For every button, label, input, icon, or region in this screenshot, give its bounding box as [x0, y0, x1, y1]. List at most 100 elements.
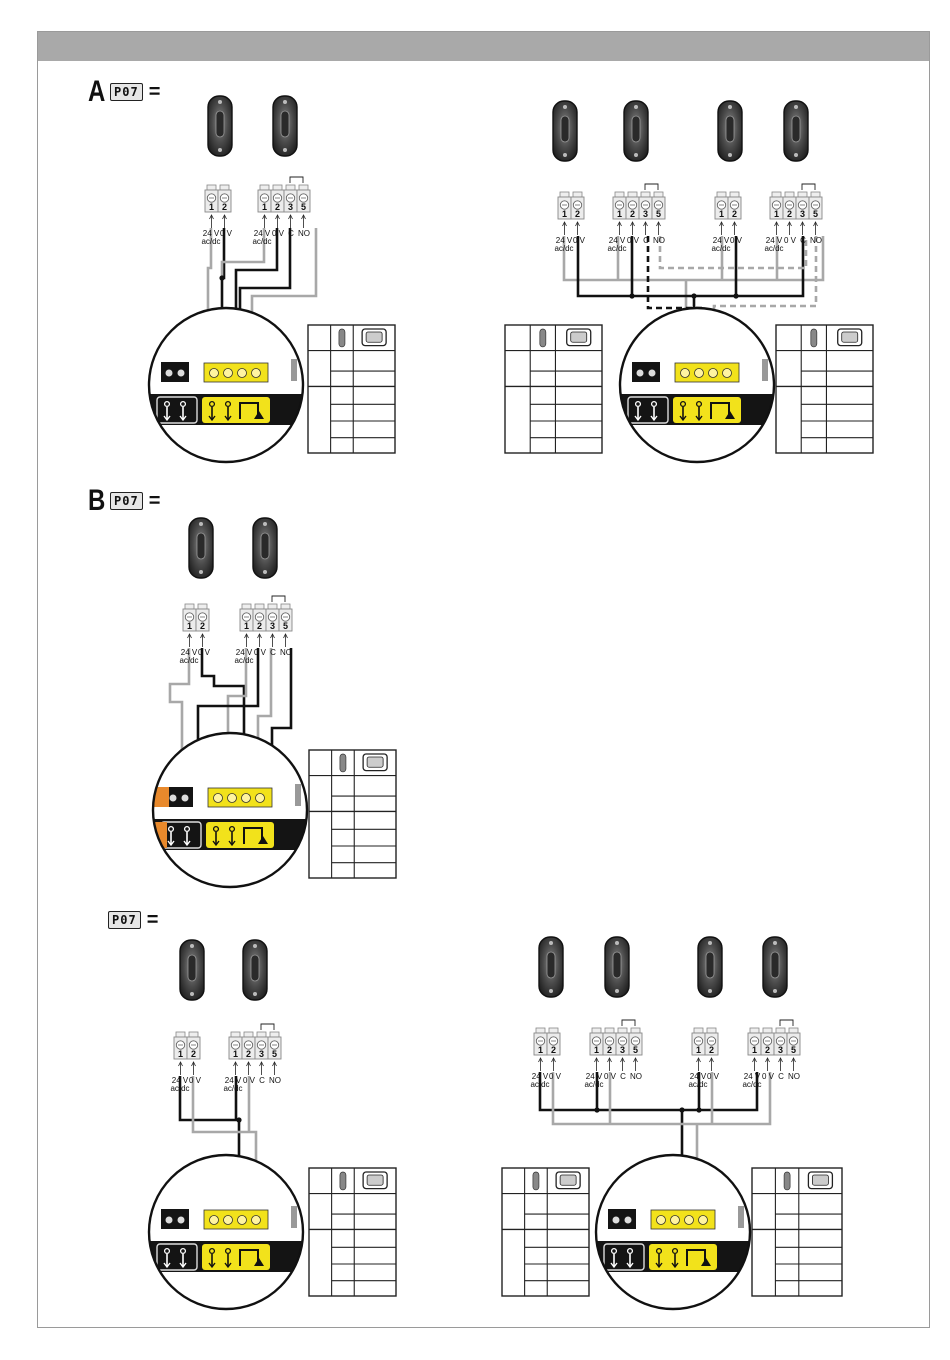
photocell-icon: [538, 936, 564, 998]
terminal-tab: [716, 191, 727, 198]
table-frame: [501, 1167, 590, 1297]
terminal-tab: [254, 603, 265, 610]
wire: [200, 648, 246, 770]
board-symbol-box: [603, 1243, 645, 1271]
board-inner: [596, 1155, 750, 1309]
photocell-icon: [552, 100, 578, 162]
board-screw: [165, 1216, 173, 1224]
board-symbol: [671, 1262, 679, 1269]
terminal-arrow-head: [538, 1057, 543, 1063]
board-screw: [181, 794, 189, 802]
photocell-screw: [563, 105, 567, 109]
photocell-lens: [631, 115, 641, 143]
terminal-arrow-head: [787, 221, 792, 227]
photocell-icon: [207, 95, 233, 157]
terminal-label-c: C: [800, 236, 806, 245]
board-screw: [165, 369, 173, 377]
terminal-tab: [729, 191, 740, 198]
junction-dot: [679, 1107, 685, 1113]
terminal-label-24v: 24 V: [203, 229, 220, 238]
terminal-tab: [653, 191, 664, 198]
terminal-tab: [219, 184, 230, 191]
board-edge: [291, 359, 297, 381]
photocell-icon: [697, 936, 723, 998]
terminal-label-24v: 24 V: [744, 1072, 761, 1081]
table-motor-icon: [570, 331, 588, 343]
section-b-letter: B: [88, 484, 106, 517]
photocell-screw: [263, 570, 267, 574]
board-symbol: [208, 415, 216, 422]
section-a-equals: =: [148, 81, 161, 103]
board-edge: [738, 1206, 744, 1228]
terminal-label-24v: 24 V: [236, 648, 253, 657]
table-motor-icon: [366, 1174, 384, 1186]
photocell-icon: [252, 517, 278, 579]
board-inner: [149, 308, 303, 462]
terminal-label-0v: 0 V: [243, 1076, 256, 1085]
terminal-label-24v: 24 V: [586, 1072, 603, 1081]
board-symbol: [167, 840, 175, 847]
terminal-label-acdc: ac/dc: [607, 244, 626, 253]
photocell-screw: [283, 100, 287, 104]
terminal-arrow-head: [222, 214, 227, 220]
photocell-screw: [199, 522, 203, 526]
terminal-tab: [627, 191, 638, 198]
board-symbol: [224, 1247, 232, 1255]
board-symbol: [650, 400, 658, 408]
board-outline: [151, 731, 309, 889]
terminal-label-acdc: ac/dc: [711, 244, 730, 253]
board-terminal-screw: [237, 1215, 247, 1225]
control-board-icon: [594, 1153, 752, 1311]
photocell-icon: [188, 517, 214, 579]
photocell-screw: [190, 944, 194, 948]
terminal-arrow-head: [551, 1057, 556, 1063]
table-photocell-icon: [810, 328, 818, 348]
control-board-icon: [618, 306, 776, 464]
board-symbol: [228, 840, 236, 847]
board-symbol: [224, 1262, 232, 1269]
terminal-tab: [706, 1027, 717, 1034]
board-screw: [636, 369, 644, 377]
terminal-tab: [617, 1027, 628, 1034]
board-gate-symbol: [686, 1249, 706, 1266]
terminal-tab: [230, 1031, 241, 1038]
control-board-icon: [147, 1153, 305, 1311]
terminal-label-0v: 0 V: [198, 648, 211, 657]
terminal-label-24v: 24 V: [254, 229, 271, 238]
terminal-tab: [197, 603, 208, 610]
board-terminal-screw: [209, 368, 219, 378]
junction-dot: [594, 1107, 600, 1113]
table-photocell-icon: [339, 1171, 347, 1191]
photocell-icon: [783, 100, 809, 162]
terminal-tab: [797, 191, 808, 198]
table-frame: [504, 324, 603, 454]
header-bar: [37, 31, 930, 61]
photocell-icon: [272, 95, 298, 157]
board-outline: [147, 1153, 305, 1311]
table-frame: [307, 324, 396, 454]
terminal-label-24v: 24 V: [690, 1072, 707, 1081]
board-terminal-screw: [680, 368, 690, 378]
terminal-arrow-head: [656, 221, 661, 227]
terminal-arrow-head: [187, 633, 192, 639]
terminal-label-0v: 0 V: [762, 1072, 775, 1081]
photocell-icon: [179, 939, 205, 1001]
terminal-arrow-head: [765, 1057, 770, 1063]
terminal-arrow-head: [630, 221, 635, 227]
terminal-label-24v: 24 V: [713, 236, 730, 245]
board-symbol: [650, 415, 658, 422]
board-symbol: [163, 415, 171, 422]
board-bg: [153, 733, 307, 887]
reference-table: [504, 324, 603, 454]
terminal-label-acdc: ac/dc: [742, 1080, 761, 1089]
board-symbol: [163, 1247, 171, 1255]
terminal-tab: [775, 1027, 786, 1034]
terminal-number: 5: [283, 621, 288, 631]
photocell-lens: [196, 532, 206, 560]
